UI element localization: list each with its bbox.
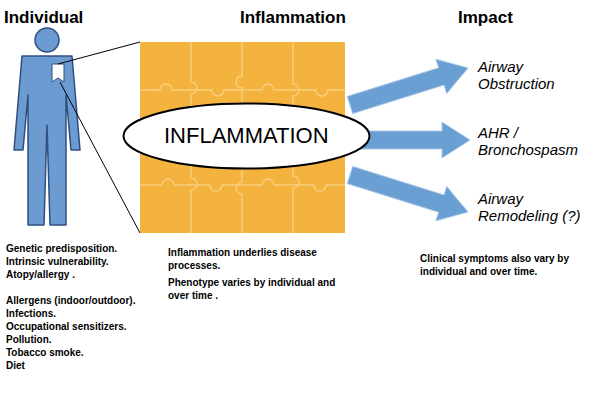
inflammation-note: Phenotype varies by individual and over …: [168, 276, 348, 302]
inflammation-ellipse: INFLAMMATION: [122, 102, 371, 170]
factor-note: Allergens (indoor/outdoor).: [6, 294, 135, 307]
impact-label: AHR / Bronchospasm: [478, 124, 590, 158]
factor-note: Diet: [6, 359, 25, 372]
puzzle-square: [140, 42, 345, 233]
column-heading: Inflammation: [240, 8, 346, 28]
factor-note: Atopy/allergy .: [6, 268, 75, 281]
zoom-line: [60, 82, 140, 233]
puzzle-grid: [140, 42, 345, 233]
column-heading: Individual: [4, 8, 83, 28]
factor-note: Occupational sensitizers.: [6, 320, 127, 333]
factor-note: Genetic predisposition.: [6, 242, 117, 255]
column-heading: Impact: [458, 8, 513, 28]
zoom-line: [58, 42, 140, 64]
puzzle-piece: [52, 64, 64, 82]
factor-note: Intrinsic vulnerability.: [6, 255, 109, 268]
impact-label: Airway Remodeling (?): [478, 190, 590, 224]
impact-label: Airway Obstruction: [478, 58, 590, 92]
inflammation-note: Inflammation underlies disease processes…: [168, 246, 348, 272]
impact-note: Clinical symptoms also vary by individua…: [420, 252, 592, 278]
node-text: INFLAMMATION: [164, 123, 329, 149]
person-head: [35, 28, 59, 52]
person-body: [14, 56, 80, 225]
factor-note: Infections.: [6, 307, 56, 320]
factor-note: Pollution.: [6, 333, 52, 346]
factor-note: Tobacco smoke.: [6, 346, 84, 359]
